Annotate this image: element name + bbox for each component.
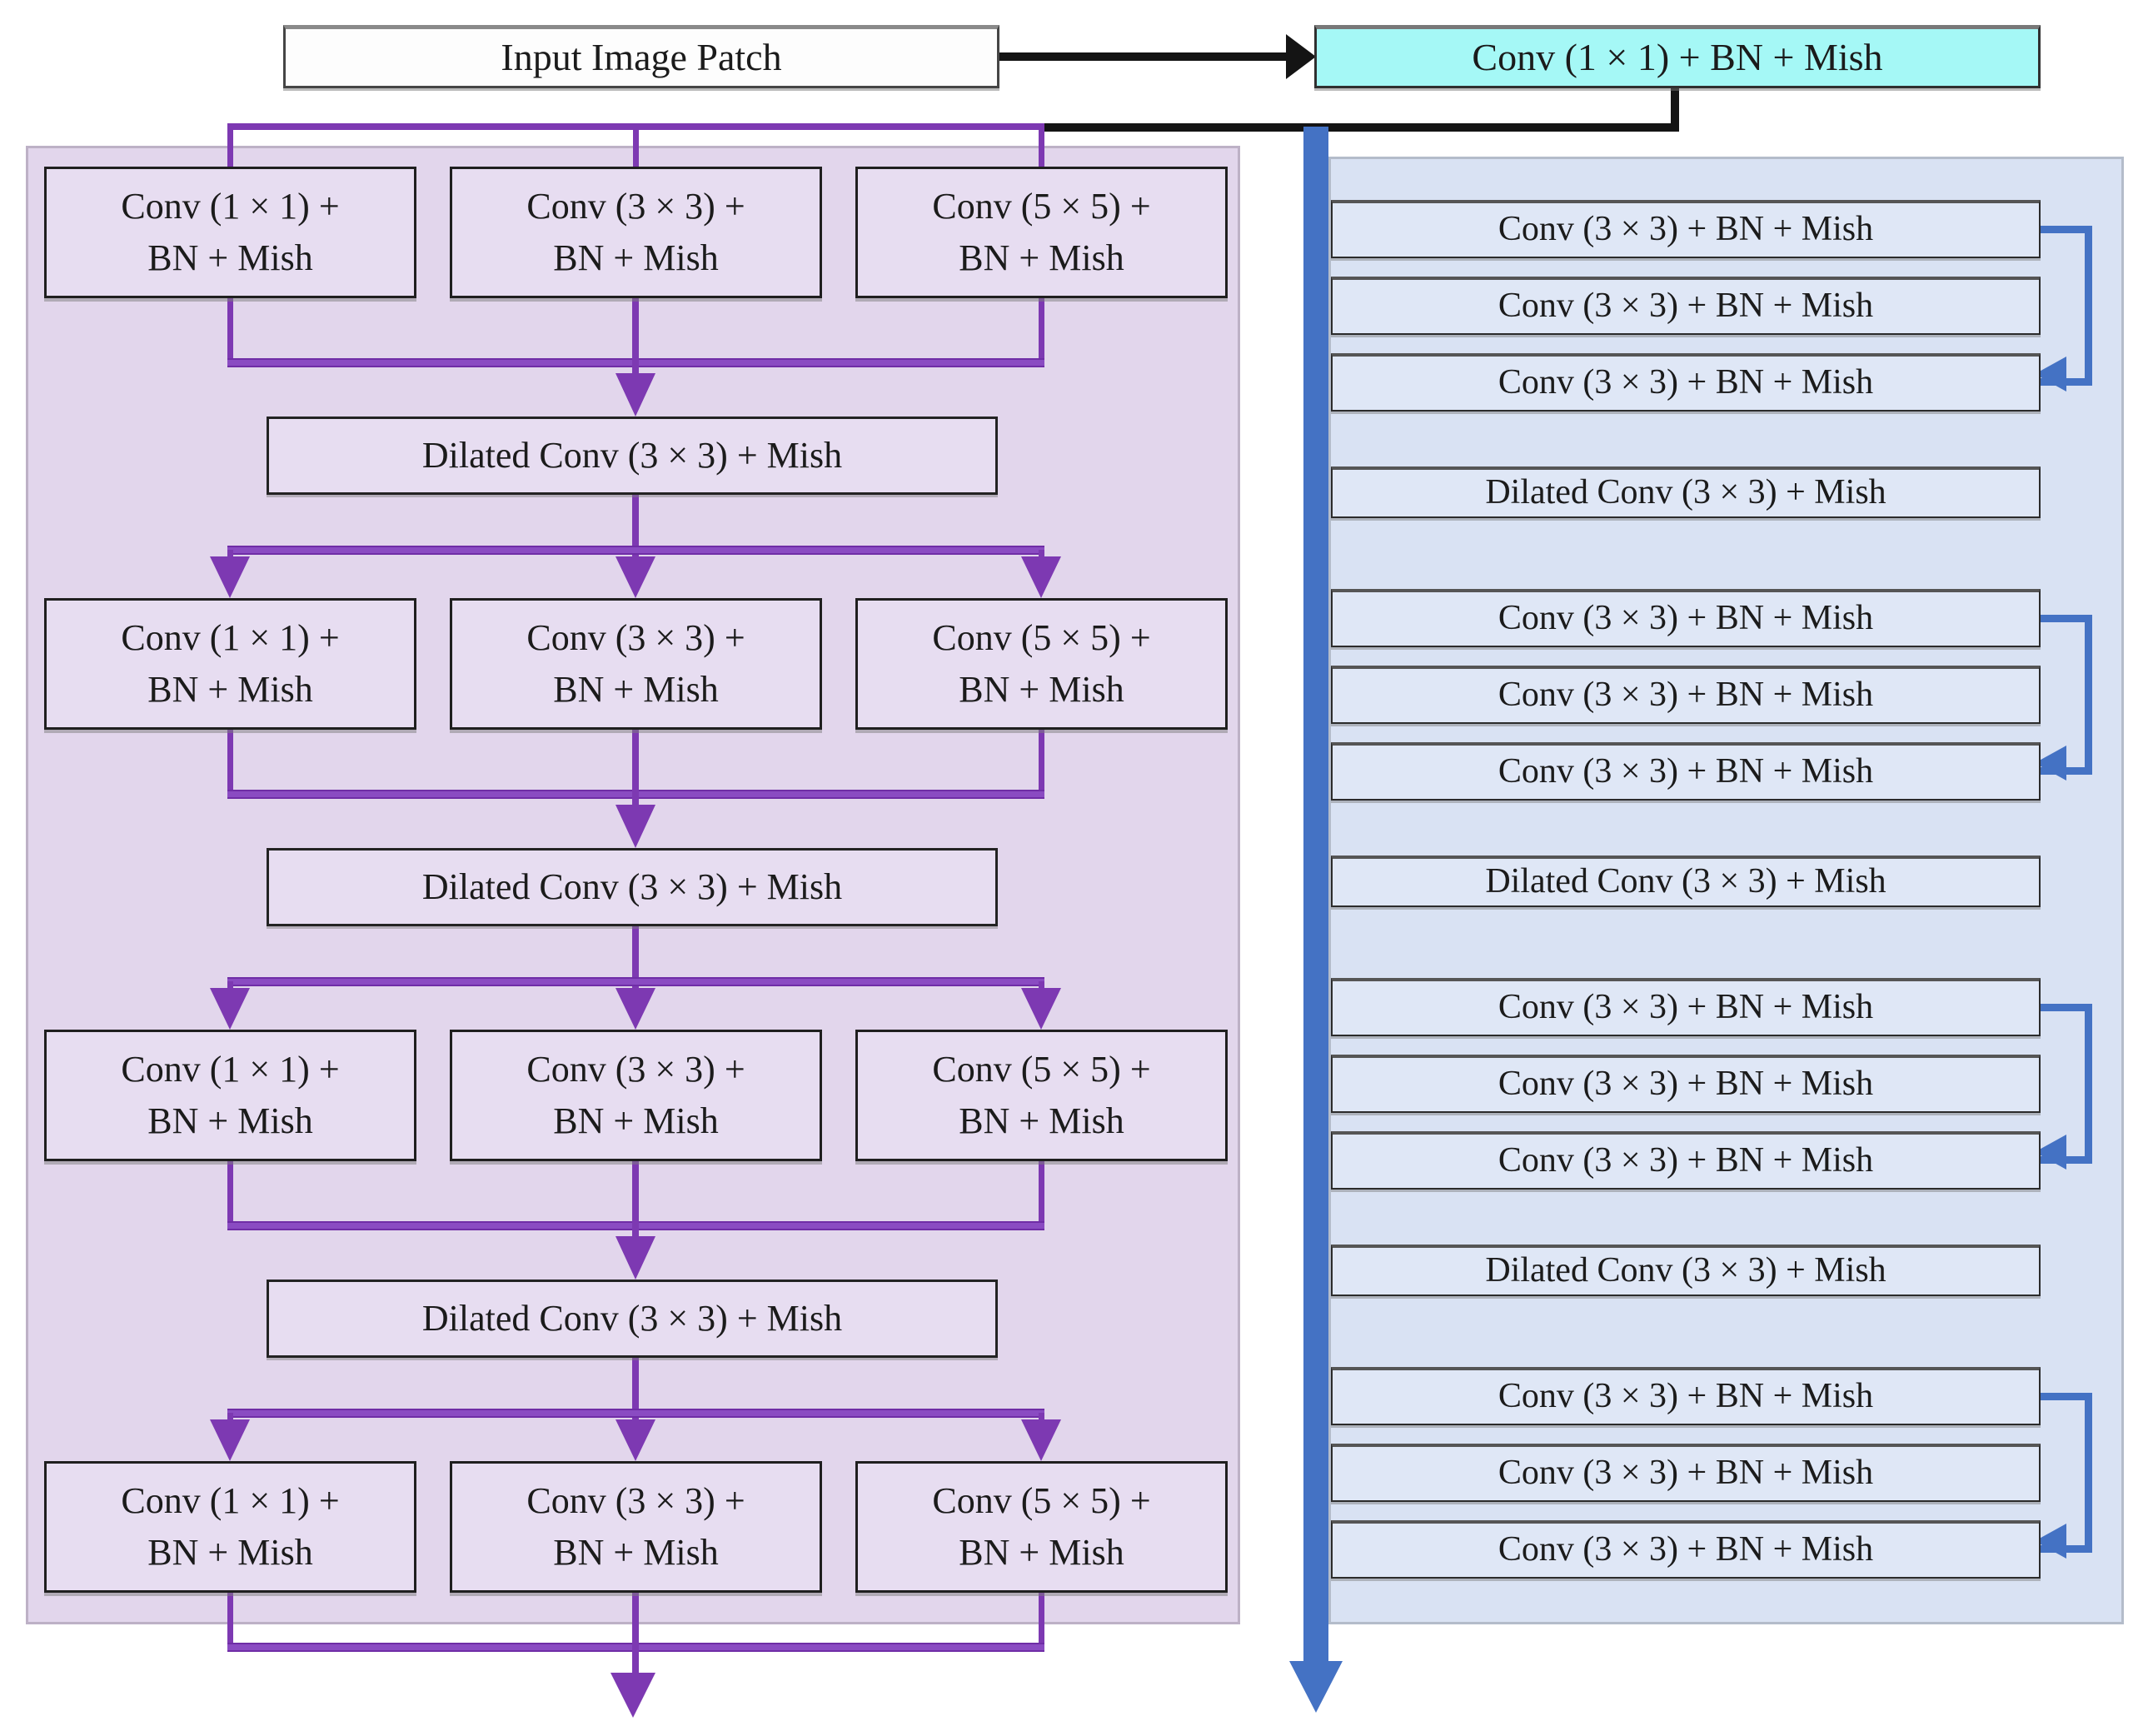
skip-connection-arrow <box>2035 1393 2092 1559</box>
down-arrowhead-icon <box>615 556 655 598</box>
merge-shaft <box>632 298 639 375</box>
conv-1x1-box: Conv (1 × 1) + BN + Mish <box>44 167 416 298</box>
residual-conv-3x3-box: Conv (3 × 3) + BN + Mish <box>1331 353 2041 412</box>
output-shaft <box>632 1593 639 1673</box>
residual-dilated-conv-box: Dilated Conv (3 × 3) + Mish <box>1331 856 2041 907</box>
merge-shaft <box>632 1161 639 1238</box>
conv-5x5-box: Conv (5 × 5) + BN + Mish <box>855 167 1228 298</box>
shared-bar-output-arrowhead-icon <box>1289 1661 1343 1713</box>
input-to-conv-arrowhead-icon <box>1286 34 1316 79</box>
down-arrowhead-icon <box>615 805 655 848</box>
shared-input-bar <box>1303 127 1328 1663</box>
merge-stub-left <box>227 1593 233 1652</box>
dilated-conv-box: Dilated Conv (3 × 3) + Mish <box>267 417 998 495</box>
down-arrowhead-icon <box>210 1419 250 1461</box>
distribution-stub-center <box>633 127 639 170</box>
initial-conv-1x1-box: Conv (1 × 1) + BN + Mish <box>1314 25 2041 88</box>
conv-1x1-box: Conv (1 × 1) + BN + Mish <box>44 1030 416 1161</box>
split-shaft <box>632 1358 639 1424</box>
split-shaft <box>632 495 639 561</box>
down-arrowhead-icon <box>615 1419 655 1461</box>
conv-1x1-box: Conv (1 × 1) + BN + Mish <box>44 1461 416 1593</box>
split-line <box>227 1409 1044 1418</box>
conv-5x5-box: Conv (5 × 5) + BN + Mish <box>855 598 1228 730</box>
conv-3x3-box: Conv (3 × 3) + BN + Mish <box>450 1030 822 1161</box>
residual-conv-3x3-box: Conv (3 × 3) + BN + Mish <box>1331 742 2041 801</box>
down-arrowhead-icon <box>1021 556 1061 598</box>
down-arrowhead-icon <box>615 988 655 1030</box>
conv-3x3-box: Conv (3 × 3) + BN + Mish <box>450 167 822 298</box>
input-image-patch-box: Input Image Patch <box>283 25 999 88</box>
down-arrowhead-icon <box>210 988 250 1030</box>
input-to-conv-arrow-shaft <box>998 52 1291 61</box>
split-line <box>227 546 1044 555</box>
residual-conv-3x3-box: Conv (3 × 3) + BN + Mish <box>1331 666 2041 724</box>
residual-conv-3x3-box: Conv (3 × 3) + BN + Mish <box>1331 589 2041 647</box>
merge-stub-right <box>1039 730 1044 799</box>
merge-stub-right <box>1039 298 1044 367</box>
conv-5x5-box: Conv (5 × 5) + BN + Mish <box>855 1461 1228 1593</box>
skip-connection-arrow <box>2035 1004 2092 1170</box>
split-shaft <box>632 926 639 993</box>
skip-connection-arrow <box>2035 615 2092 781</box>
distribution-stub-right <box>1039 127 1044 170</box>
skip-connection-arrow <box>2035 226 2092 392</box>
dilated-conv-box: Dilated Conv (3 × 3) + Mish <box>267 848 998 926</box>
residual-conv-3x3-box: Conv (3 × 3) + BN + Mish <box>1331 1520 2041 1579</box>
down-arrowhead-icon <box>1021 1419 1061 1461</box>
panel-output-arrowhead-icon <box>611 1673 655 1718</box>
dilated-conv-box: Dilated Conv (3 × 3) + Mish <box>267 1280 998 1358</box>
distribution-stub-left <box>227 127 233 170</box>
merge-stub-right <box>1039 1161 1044 1230</box>
residual-dilated-conv-box: Dilated Conv (3 × 3) + Mish <box>1331 466 2041 518</box>
down-arrowhead-icon <box>210 556 250 598</box>
down-arrowhead-icon <box>1021 988 1061 1030</box>
conv-output-down-connector <box>1671 87 1679 132</box>
residual-conv-3x3-box: Conv (3 × 3) + BN + Mish <box>1331 1444 2041 1502</box>
down-arrowhead-icon <box>615 1236 655 1280</box>
conv-1x1-box: Conv (1 × 1) + BN + Mish <box>44 598 416 730</box>
merge-stub-left <box>227 730 233 799</box>
down-arrowhead-icon <box>615 373 655 417</box>
merge-shaft <box>632 730 639 806</box>
residual-conv-3x3-box: Conv (3 × 3) + BN + Mish <box>1331 1055 2041 1113</box>
residual-conv-3x3-box: Conv (3 × 3) + BN + Mish <box>1331 1367 2041 1425</box>
residual-dilated-conv-box: Dilated Conv (3 × 3) + Mish <box>1331 1245 2041 1296</box>
residual-conv-3x3-box: Conv (3 × 3) + BN + Mish <box>1331 978 2041 1036</box>
conv-3x3-box: Conv (3 × 3) + BN + Mish <box>450 1461 822 1593</box>
merge-stub-left <box>227 1161 233 1230</box>
conv-5x5-box: Conv (5 × 5) + BN + Mish <box>855 1030 1228 1161</box>
residual-conv-3x3-box: Conv (3 × 3) + BN + Mish <box>1331 1131 2041 1190</box>
residual-conv-3x3-box: Conv (3 × 3) + BN + Mish <box>1331 200 2041 258</box>
residual-conv-3x3-box: Conv (3 × 3) + BN + Mish <box>1331 277 2041 335</box>
merge-stub-left <box>227 298 233 367</box>
conv-3x3-box: Conv (3 × 3) + BN + Mish <box>450 598 822 730</box>
split-line <box>227 977 1044 986</box>
merge-stub-right <box>1039 1593 1044 1652</box>
conv-output-feed-line <box>1039 123 1679 132</box>
